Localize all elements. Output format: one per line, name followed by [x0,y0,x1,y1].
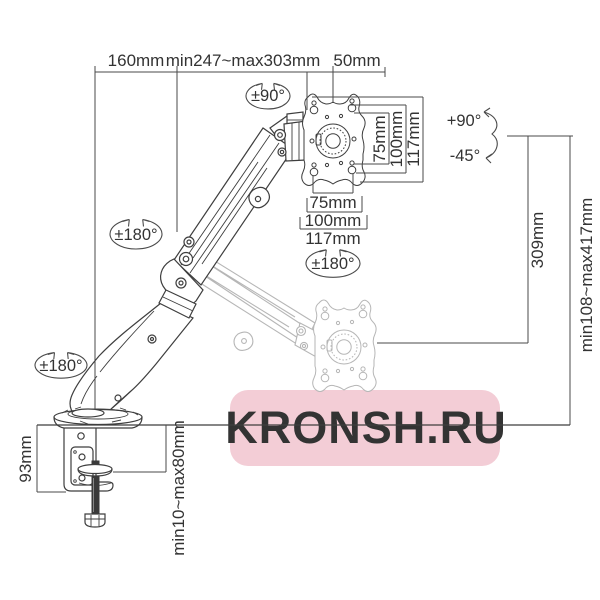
monitor-arm [53,93,366,528]
tilt-annotation: +90° -45° [447,107,498,165]
rotate-elbow-annotation: ±180° [109,218,163,250]
desk-clamp [63,428,114,528]
dim-vertical-travel: 309mm [528,212,547,269]
dim-clamp-height: 93mm [16,435,35,482]
watermark: KRONSH.RU [225,390,507,466]
post-screw [114,394,122,402]
dim-vesa-v-75: 75mm [370,115,389,162]
head-tilt-joint [269,111,307,162]
rotate-base-label: ±180° [39,357,82,375]
watermark-text: KRONSH.RU [225,402,507,453]
dim-desk-thickness: min10~max80mm [169,420,188,556]
base-disc [53,406,143,429]
rotate-vesa-label: ±180° [311,255,354,273]
dim-vesa-v-100: 100mm [387,111,406,168]
swivel-head-label: ±90° [251,87,285,105]
clamp-screw-knob [84,513,106,528]
clamp-pad [77,463,113,475]
dim-top-offset: 160mm [108,51,165,70]
elbow-joint [158,236,204,319]
ghost-cable-clip [233,331,254,352]
ghost-arm-lowered-position [185,225,377,392]
dim-arm-reach: min247~max303mm [166,51,321,70]
swivel-head-annotation: ±90° [245,82,291,110]
dim-vesa-h-117: 117mm [305,229,360,248]
rotation-annotations: ±90° ±180° ±180° ±180° +90° -45° [34,82,498,379]
cable-clip [248,186,271,209]
dim-vesa-h-75: 75mm [309,193,356,212]
dim-head-depth: 50mm [333,51,380,70]
tilt-up-label: +90° [447,112,482,130]
dim-vesa-v-117: 117mm [404,111,423,166]
rotate-vesa-annotation: ±180° [305,249,361,278]
watermark-background [230,390,500,466]
vesa-plate [301,93,366,186]
lower-arm [69,302,194,416]
dim-vesa-h-100: 100mm [305,211,362,230]
ghost-vesa-plate [312,299,377,392]
dimension-lines: 160mm min247~max303mm 50mm 75mm 100mm 11… [16,51,596,556]
rotate-elbow-label: ±180° [114,226,157,244]
rotate-base-annotation: ±180° [34,352,88,379]
dim-height-range: min108~max417mm [577,198,596,353]
tilt-down-label: -45° [450,147,480,165]
